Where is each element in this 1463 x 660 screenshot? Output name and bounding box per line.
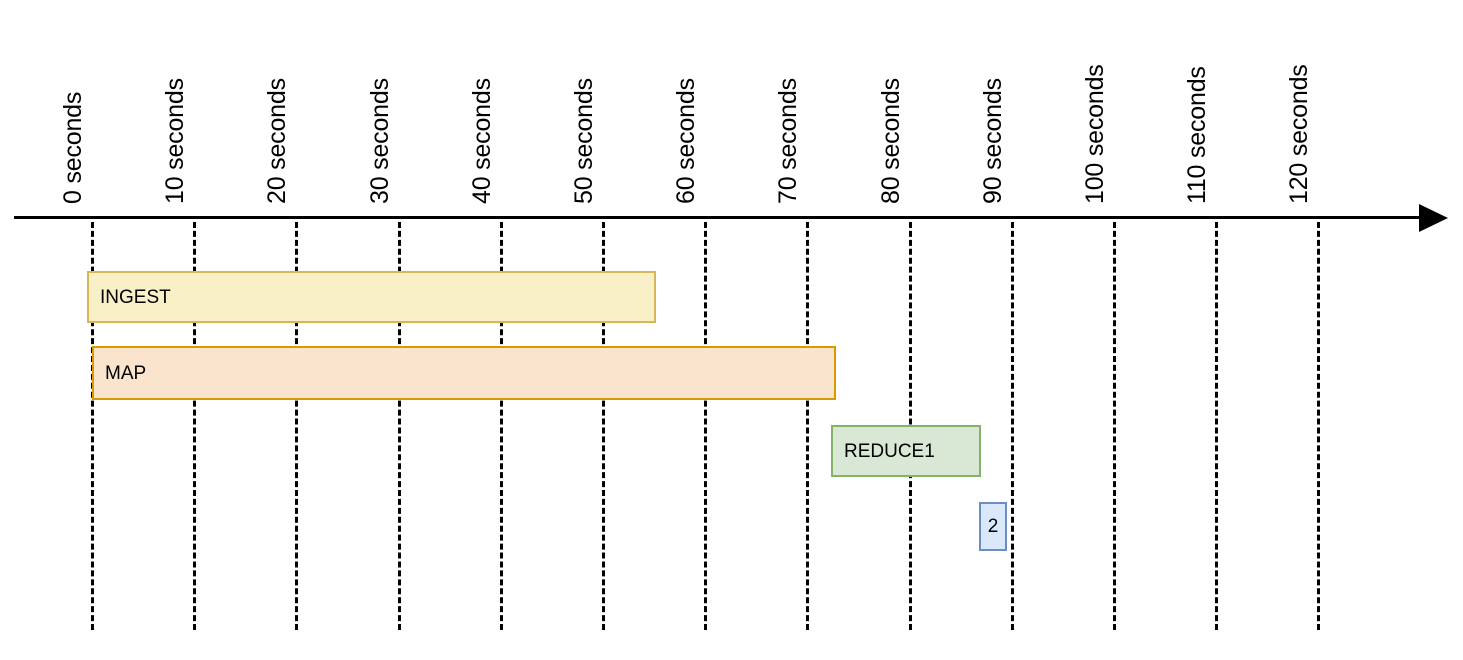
axis-tick-label: 0 seconds — [59, 91, 87, 204]
task-bar-label: 2 — [987, 516, 999, 537]
task-bar-ingest[interactable]: INGEST — [87, 271, 656, 323]
axis-tick-label: 110 seconds — [1183, 66, 1212, 204]
task-bar-label: REDUCE1 — [844, 440, 935, 462]
gridline-0s — [91, 222, 94, 630]
time-axis-line — [14, 216, 1436, 219]
gridline-20s — [295, 222, 299, 630]
gridline-120s — [1317, 222, 1321, 630]
gridline-60s — [704, 222, 708, 630]
gridline-50s — [602, 222, 605, 630]
task-bar-map[interactable]: MAP — [92, 346, 836, 400]
task-bar-label: MAP — [105, 362, 147, 384]
gridline-10s — [193, 222, 197, 630]
axis-tick-label: 100 seconds — [1081, 64, 1109, 204]
gridline-90s — [1010, 222, 1014, 630]
axis-tick-label: 70 seconds — [774, 78, 803, 204]
time-axis-arrow-icon — [1419, 204, 1448, 232]
axis-tick-label: 30 seconds — [365, 78, 394, 204]
axis-tick-label: 60 seconds — [672, 78, 701, 204]
task-bar-label: INGEST — [100, 286, 171, 308]
task-bar-2[interactable]: 2 — [979, 502, 1007, 551]
axis-tick-label: 120 seconds — [1285, 64, 1314, 204]
axis-tick-label: 40 seconds — [467, 78, 496, 204]
axis-tick-label: 80 seconds — [876, 78, 905, 204]
gridline-110s — [1215, 222, 1219, 630]
gridline-100s — [1113, 222, 1116, 630]
axis-tick-label: 90 seconds — [978, 78, 1007, 204]
gridline-70s — [806, 222, 810, 630]
axis-tick-label: 10 seconds — [161, 78, 190, 204]
axis-tick-label: 50 seconds — [570, 78, 598, 204]
gridline-40s — [499, 222, 503, 630]
axis-tick-label: 20 seconds — [263, 78, 292, 204]
task-bar-reduce1[interactable]: REDUCE1 — [831, 425, 981, 477]
gridline-30s — [397, 222, 401, 630]
